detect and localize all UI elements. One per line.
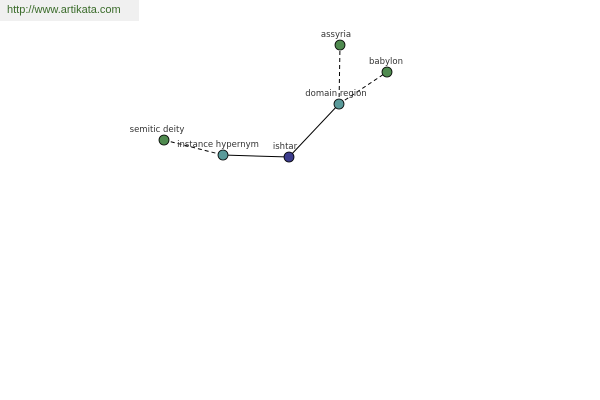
node-instance-hypernym[interactable] (217, 149, 229, 161)
node-assyria[interactable] (334, 39, 346, 51)
label-ishtar: ishtar (273, 142, 298, 152)
label-semitic-deity: semitic deity (130, 125, 185, 135)
label-domain-region: domain region (305, 89, 366, 99)
edge-domain-region-babylon (338, 71, 388, 105)
node-semitic-deity[interactable] (158, 134, 170, 146)
node-ishtar[interactable] (283, 151, 295, 163)
source-url-banner[interactable]: http://www.artikata.com (0, 0, 139, 21)
label-assyria: assyria (321, 30, 351, 40)
label-babylon: babylon (369, 57, 403, 67)
node-domain-region[interactable] (333, 98, 345, 110)
edge-ishtar-domain-region (288, 103, 340, 158)
node-babylon[interactable] (381, 66, 393, 78)
edge-domain-region-assyria (338, 44, 341, 105)
edge-semitic-deity-instance-hypernym (163, 139, 224, 156)
label-instance-hypernym: instance hypernym (177, 140, 259, 150)
edge-instance-hypernym-ishtar (222, 154, 290, 158)
